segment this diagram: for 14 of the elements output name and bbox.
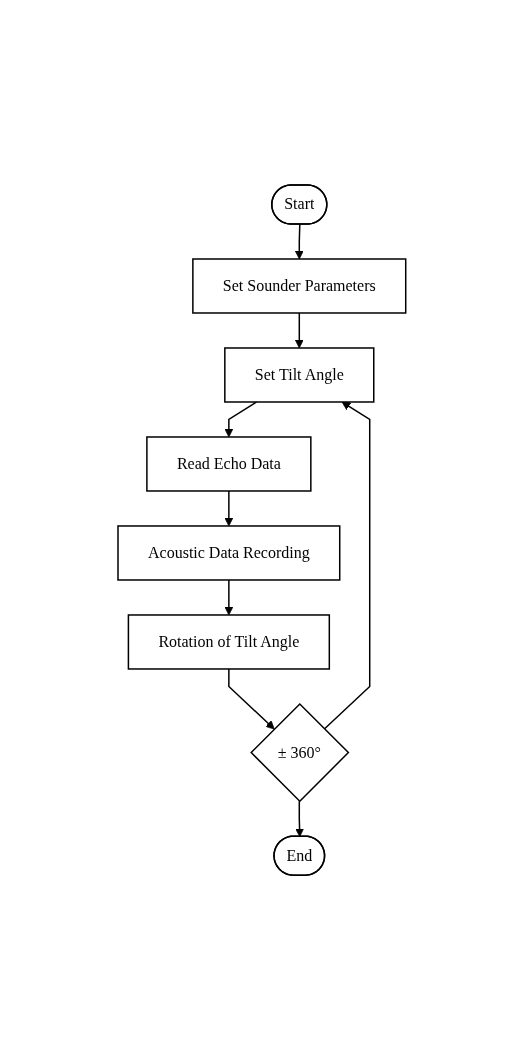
arrow	[227, 668, 275, 730]
node-box: Set Sounder Parameters	[191, 258, 407, 315]
arrow	[224, 490, 233, 527]
arrow	[294, 224, 304, 260]
node-diamond: ± 360°	[249, 703, 350, 803]
arrow	[323, 402, 371, 731]
node-box: Set Tilt Angle	[223, 347, 375, 404]
node-box: Rotation of Tilt Angle	[127, 614, 330, 671]
arrow	[224, 401, 257, 438]
arrow	[294, 312, 304, 349]
node-box: Acoustic Data Recording	[116, 525, 341, 582]
arrow	[224, 579, 233, 616]
node-box: Read Echo Data	[145, 436, 312, 493]
arrow	[294, 800, 304, 838]
